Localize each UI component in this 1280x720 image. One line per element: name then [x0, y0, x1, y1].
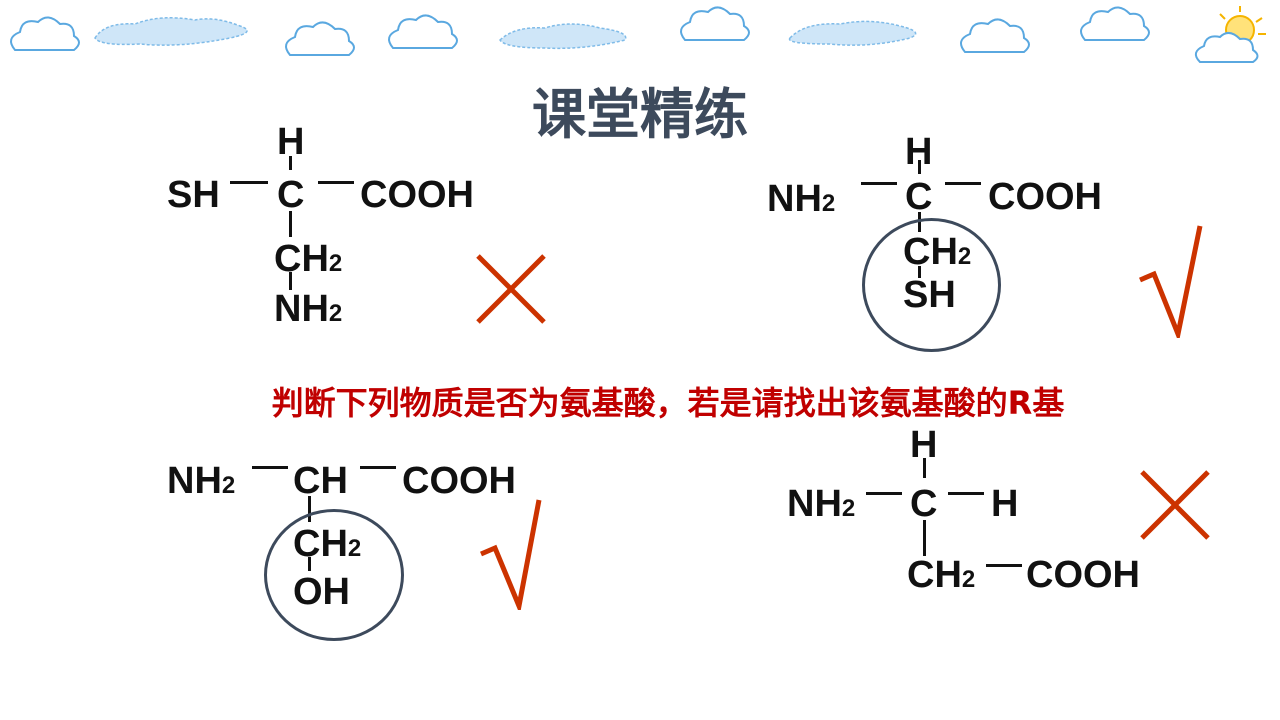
r-group-circle [264, 509, 404, 641]
sun-cloud-icon [1194, 6, 1266, 63]
bond [866, 492, 902, 495]
cross-mark-icon [1140, 470, 1210, 540]
cloud-icon [388, 14, 458, 49]
bond [948, 492, 984, 495]
bond [923, 520, 926, 556]
cloud-icon [10, 16, 80, 51]
side-chain-2: NH2 [274, 288, 343, 330]
cloud-icon [680, 6, 750, 41]
side-chain-tail: COOH [1026, 554, 1140, 596]
top-atom: H [910, 424, 938, 466]
center-atom: C [910, 483, 938, 525]
slide-title: 课堂精练 [532, 83, 748, 146]
side-chain-1: CH2 [274, 238, 343, 280]
cross-mark-icon [476, 254, 546, 324]
right-group: H [991, 483, 1019, 525]
bond [360, 466, 396, 469]
cloud-icon [960, 18, 1030, 53]
r-group-circle [862, 218, 1001, 352]
bond [986, 564, 1022, 567]
bond [318, 181, 354, 184]
center-atom: C [905, 176, 933, 218]
center-atom: C [277, 174, 305, 216]
bond [289, 272, 292, 290]
bond [289, 156, 292, 170]
bond [230, 181, 268, 184]
right-group: COOH [360, 174, 474, 216]
left-group: NH2 [787, 483, 856, 525]
bond [918, 160, 921, 174]
side-chain-1: CH2 [907, 554, 976, 596]
bond [923, 458, 926, 478]
bond [308, 496, 311, 522]
sparkle-cloud-icon [788, 20, 917, 46]
left-group: SH [167, 174, 220, 216]
left-group: NH2 [167, 460, 236, 502]
sparkle-cloud-icon [94, 17, 248, 46]
cloud-banner [10, 6, 1266, 63]
cloud-icon [285, 21, 355, 56]
right-group: COOH [402, 460, 516, 502]
top-atom: H [277, 121, 305, 163]
bond [861, 182, 897, 185]
left-group: NH2 [767, 178, 836, 220]
bond [252, 466, 288, 469]
question-text: 判断下列物质是否为氨基酸，若是请找出该氨基酸的R基 [271, 384, 1065, 422]
sparkle-cloud-icon [499, 23, 627, 50]
check-mark-icon [1139, 225, 1203, 338]
center-atom: CH [293, 460, 348, 502]
check-mark-icon [480, 499, 542, 610]
cloud-icon [1080, 6, 1150, 41]
bond [289, 211, 292, 237]
right-group: COOH [988, 176, 1102, 218]
bond [945, 182, 981, 185]
